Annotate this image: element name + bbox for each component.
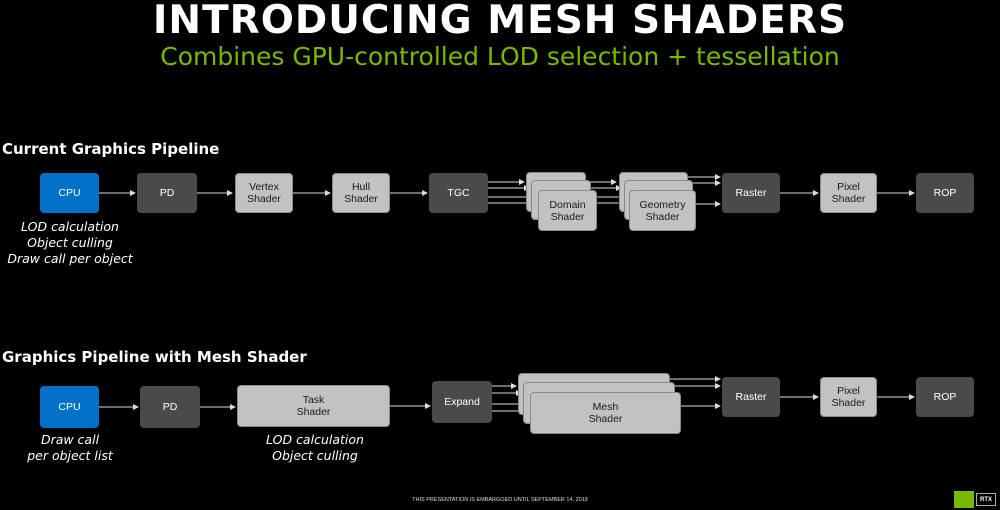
nvidia-eye-icon [954, 491, 974, 508]
current-geometry-shader-stage: Geometry Shader [629, 190, 696, 231]
mesh-cpu-stage: CPU [40, 386, 99, 428]
nvidia-rtx-logo: RTX [954, 491, 998, 508]
current-domain-shader-stage: Domain Shader [538, 190, 597, 231]
current-pd-stage: PD [137, 173, 197, 213]
task-shader-note: LOD calculation Object culling [266, 432, 364, 463]
current-vertex-shader-stage: Vertex Shader [235, 173, 293, 213]
current-pipeline-heading: Current Graphics Pipeline [2, 140, 220, 158]
embargo-footer: THIS PRESENTATION IS EMBARGOED UNTIL SEP… [412, 497, 588, 503]
mesh-pipeline-heading: Graphics Pipeline with Mesh Shader [2, 348, 307, 366]
mesh-raster-stage: Raster [722, 377, 780, 417]
current-pixel-shader-stage: Pixel Shader [820, 173, 877, 213]
current-cpu-stage: CPU [40, 173, 99, 213]
mesh-rop-stage: ROP [916, 377, 974, 417]
slide-subtitle: Combines GPU-controlled LOD selection + … [160, 42, 840, 71]
current-rop-stage: ROP [916, 173, 974, 213]
current-raster-stage: Raster [722, 173, 780, 213]
current-tgc-stage: TGC [429, 173, 488, 213]
task-shader-stage: Task Shader [237, 385, 390, 427]
mesh-pd-stage: PD [140, 386, 200, 428]
expand-stage: Expand [432, 381, 492, 423]
mesh-pixel-shader-stage: Pixel Shader [820, 377, 877, 417]
current-cpu-note: LOD calculation Object culling Draw call… [7, 219, 133, 266]
rtx-badge: RTX [976, 493, 996, 506]
mesh-shader-stage: Mesh Shader [530, 392, 681, 434]
mesh-cpu-note: Draw call per object list [27, 432, 113, 463]
current-hull-shader-stage: Hull Shader [332, 173, 390, 213]
slide-title: INTRODUCING MESH SHADERS [152, 0, 848, 43]
